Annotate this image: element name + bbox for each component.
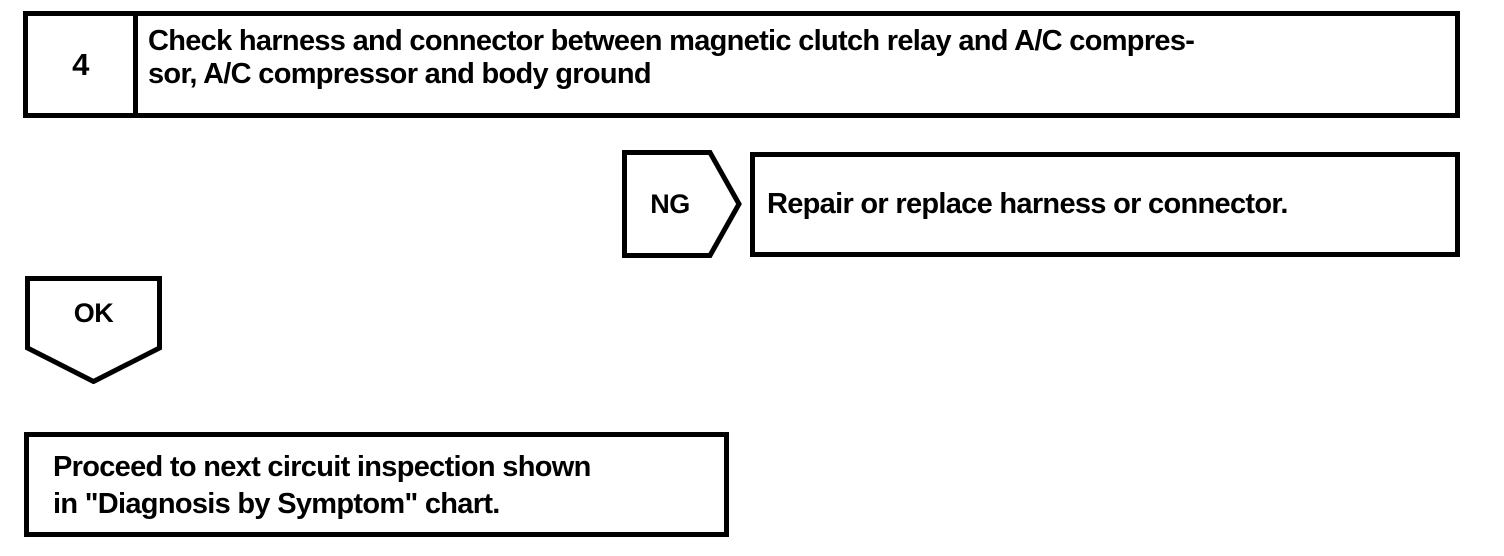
ok-result-text: Proceed to next circuit inspection shown…: [53, 451, 591, 521]
branch-ok-label: OK: [73, 297, 114, 328]
step-instruction-cell: Check harness and connector between magn…: [138, 16, 1455, 113]
step-number-cell: 4: [28, 16, 138, 113]
ng-pentagon-icon: [622, 150, 742, 258]
ok-pentagon-icon: [25, 276, 162, 384]
step-instruction-text: Check harness and connector between magn…: [148, 25, 1195, 91]
ok-result-box: Proceed to next circuit inspection shown…: [24, 432, 729, 537]
step-box: 4 Check harness and connector between ma…: [23, 11, 1460, 118]
branch-ng: NG: [622, 150, 742, 258]
step-number: 4: [72, 47, 89, 82]
ng-result-text: Repair or replace harness or connector.: [767, 187, 1288, 220]
branch-ok: OK: [25, 276, 162, 384]
branch-ng-label: NG: [650, 188, 690, 219]
ng-result-box: Repair or replace harness or connector.: [750, 152, 1460, 257]
